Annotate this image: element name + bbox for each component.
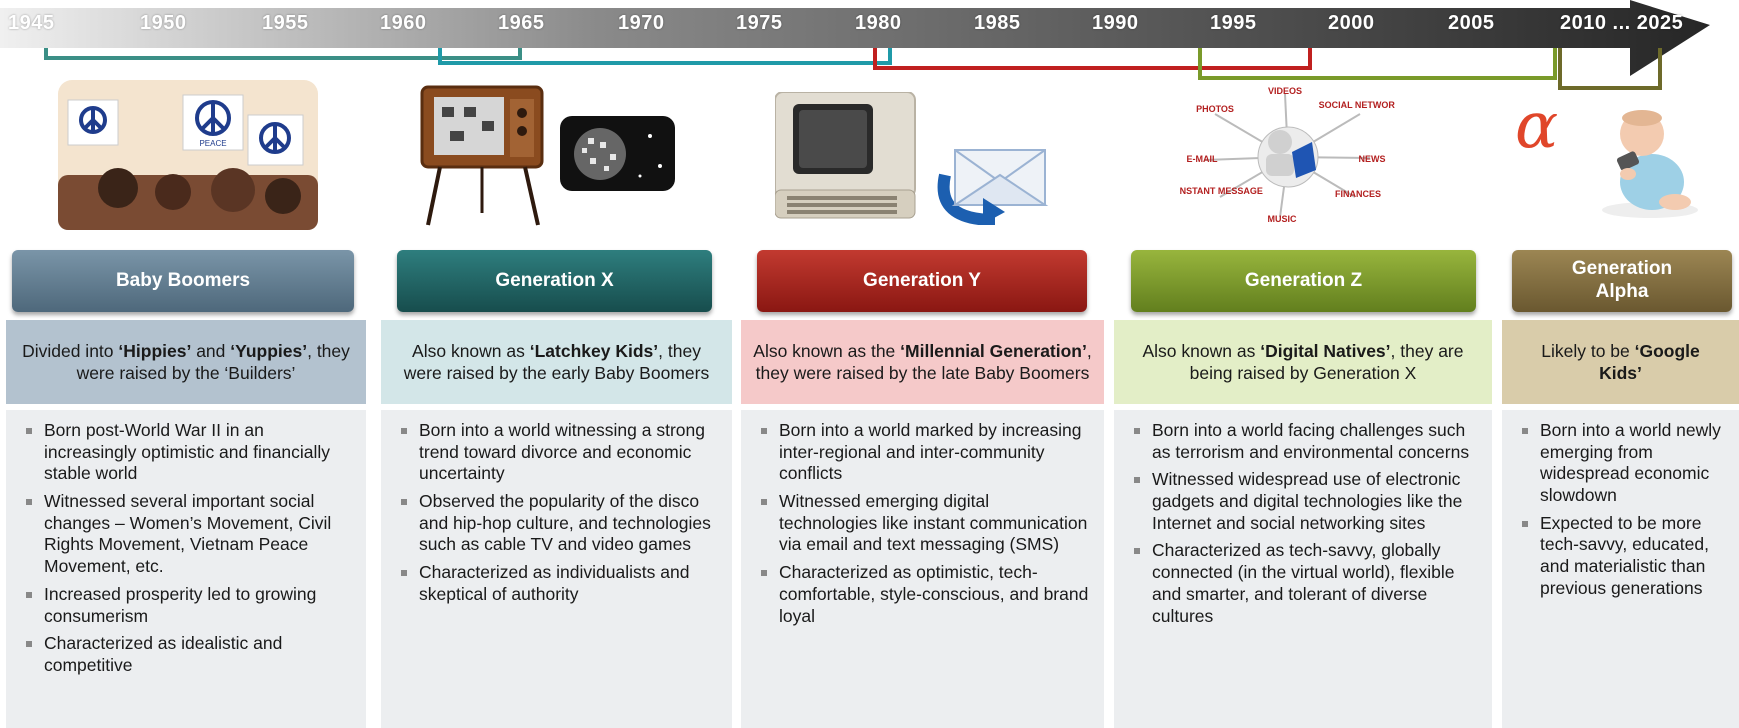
span-bracket-genz	[1198, 48, 1557, 80]
year-label: 1970	[618, 12, 665, 34]
generation-description: Also known as ‘Latchkey Kids’, they were…	[403, 340, 710, 383]
alpha-symbol-icon: α	[1515, 94, 1558, 158]
year-label: 1975	[736, 12, 783, 34]
desc-generation-z: Also known as ‘Digital Natives’, they ar…	[1114, 320, 1492, 404]
desc-generation-x: Also known as ‘Latchkey Kids’, they were…	[381, 320, 732, 404]
year-label: 1995	[1210, 12, 1257, 34]
baby-with-tablet-icon	[1590, 92, 1700, 227]
year-label: 1955	[262, 12, 309, 34]
bullet-item: Observed the popularity of the disco and…	[395, 491, 720, 556]
year-label: 2000	[1328, 12, 1375, 34]
peace-sign-text: PEACE	[199, 139, 226, 148]
desc-generation-y: Also known as the ‘Millennial Generation…	[741, 320, 1104, 404]
span-bracket-geny	[873, 48, 1312, 70]
peace-protest-icon: PEACE	[58, 80, 318, 235]
generation-description: Also known as the ‘Millennial Generation…	[753, 340, 1092, 383]
computer-icon	[774, 91, 925, 227]
email-envelope-icon	[935, 120, 1060, 230]
span-bracket-boomers	[44, 48, 522, 60]
desc-baby-boomers: Divided into ‘Hippies’ and ‘Yuppies’, th…	[6, 320, 366, 404]
header-generation-alpha: Generation Alpha	[1512, 250, 1732, 312]
span-bracket-alpha	[1558, 48, 1662, 90]
bullet-item: Witnessed several important social chang…	[20, 491, 354, 578]
year-label: 1945	[8, 12, 55, 34]
year-label: 1990	[1092, 12, 1139, 34]
disco-ball-icon	[560, 116, 675, 196]
header-generation-z: Generation Z	[1131, 250, 1476, 312]
bullet-item: Characterized as optimistic, tech-comfor…	[755, 562, 1092, 627]
bullet-item: Expected to be more tech-savvy, educated…	[1516, 513, 1727, 600]
bullets-generation-x: Born into a world witnessing a strong tr…	[381, 410, 732, 728]
network-label: E-MAIL	[1187, 154, 1218, 164]
bullet-item: Witnessed emerging digital technologies …	[755, 491, 1092, 556]
network-label: MUSIC	[1268, 214, 1298, 224]
year-label: 1950	[140, 12, 187, 34]
bullet-item: Characterized as tech-savvy, globally co…	[1128, 540, 1480, 627]
generation-description: Divided into ‘Hippies’ and ‘Yuppies’, th…	[22, 340, 350, 383]
bullets-generation-y: Born into a world marked by increasing i…	[741, 410, 1104, 728]
generation-span-brackets	[44, 48, 1662, 90]
bullet-item: Witnessed widespread use of electronic g…	[1128, 469, 1480, 534]
network-label: INSTANT MESSAGE	[1180, 186, 1263, 196]
header-generation-y: Generation Y	[757, 250, 1087, 312]
bullet-item: Characterized as idealistic and competit…	[20, 633, 354, 676]
network-label: PHOTOS	[1196, 104, 1234, 114]
desc-generation-alpha: Likely to be ‘Google Kids’	[1502, 320, 1739, 404]
bullets-baby-boomers: Born post-World War II in an increasingl…	[6, 410, 366, 728]
year-label: 2005	[1448, 12, 1495, 34]
generation-title: Generation Y	[863, 269, 981, 291]
bullet-item: Born into a world newly emerging from wi…	[1516, 420, 1727, 507]
generation-description: Also known as ‘Digital Natives’, they ar…	[1142, 340, 1464, 383]
network-label: FINANCES	[1335, 189, 1381, 199]
bullet-item: Born into a world witnessing a strong tr…	[395, 420, 720, 485]
header-generation-x: Generation X	[397, 250, 712, 312]
generation-title: Generation X	[495, 269, 614, 291]
year-label: 1985	[974, 12, 1021, 34]
bullet-item: Born into a world marked by increasing i…	[755, 420, 1092, 485]
generation-title: Generation Z	[1244, 269, 1363, 291]
span-bracket-genx	[438, 48, 892, 65]
timeline-arrow	[0, 0, 1710, 90]
bullet-item: Born into a world facing challenges such…	[1128, 420, 1480, 463]
generation-title: Generation Alpha	[1571, 258, 1673, 302]
bullet-item: Increased prosperity led to growing cons…	[20, 584, 354, 627]
generation-title: Baby Boomers	[115, 269, 251, 291]
bullet-item: Born post-World War II in an increasingl…	[20, 420, 354, 485]
year-label: 1960	[380, 12, 427, 34]
header-baby-boomers: Baby Boomers	[12, 250, 354, 312]
year-label: 2010 ... 2025	[1560, 12, 1684, 34]
alpha-symbol: α	[1515, 89, 1559, 163]
generation-description: Likely to be ‘Google Kids’	[1541, 340, 1700, 383]
year-label: 1980	[855, 12, 902, 34]
bullets-generation-z: Born into a world facing challenges such…	[1114, 410, 1492, 728]
bullet-item: Characterized as individualists and skep…	[395, 562, 720, 605]
year-label: 1965	[498, 12, 545, 34]
social-network-hub-icon: VIDEOS PHOTOS SOCIAL NETWORK E-MAIL NEWS…	[1177, 82, 1402, 237]
network-label: NEWS	[1359, 154, 1386, 164]
bullets-generation-alpha: Born into a world newly emerging from wi…	[1502, 410, 1739, 728]
television-icon	[420, 85, 570, 235]
network-label: SOCIAL NETWORK	[1319, 100, 1395, 110]
network-label: VIDEOS	[1268, 86, 1302, 96]
